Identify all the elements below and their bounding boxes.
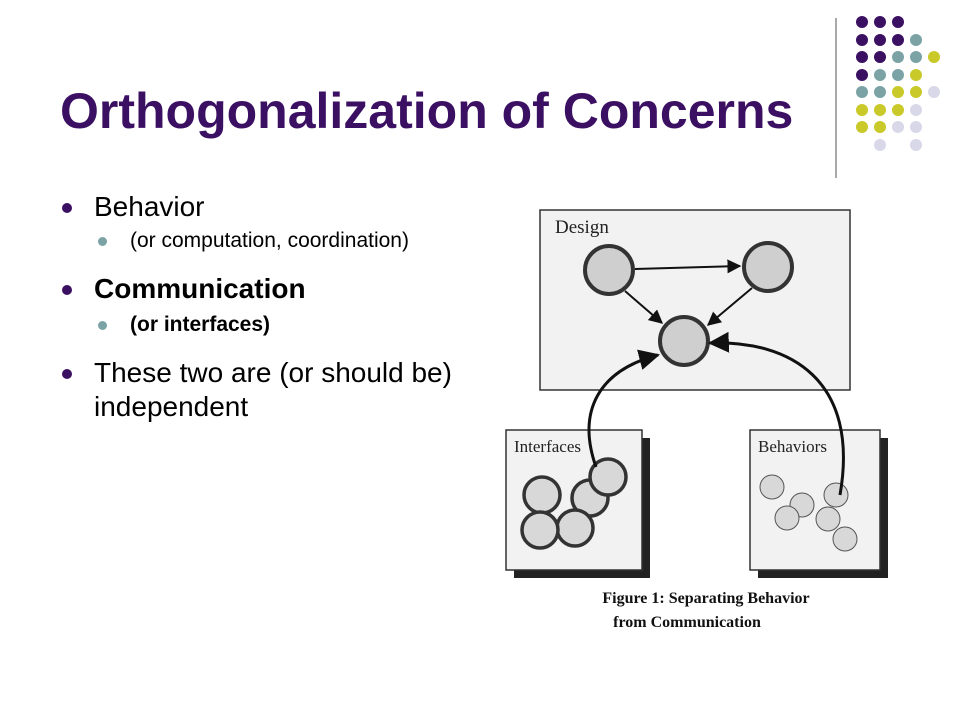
bullet-marker — [62, 285, 72, 295]
interfaces-box: Interfaces — [505, 429, 650, 578]
dot — [910, 139, 922, 151]
bullet-text: Communication — [94, 273, 306, 304]
dot — [910, 86, 922, 98]
arrow-right-to-center — [706, 287, 753, 326]
dot — [874, 34, 886, 46]
dot — [892, 69, 904, 81]
dot — [910, 104, 922, 116]
dot — [928, 86, 940, 98]
behavior-node — [832, 526, 858, 552]
behavior-node — [815, 506, 841, 532]
dot — [910, 51, 922, 63]
figure-caption-line1: Figure 1: Separating Behavior — [602, 590, 809, 607]
dot — [874, 121, 886, 133]
dot — [892, 16, 904, 28]
dot — [892, 104, 904, 116]
dot — [892, 34, 904, 46]
bullet-marker — [62, 369, 72, 379]
behaviors-box: Behaviors — [749, 429, 888, 578]
interfaces-label: Interfaces — [514, 437, 581, 456]
slide-title: Orthogonalization of Concerns — [60, 83, 794, 139]
dot — [874, 16, 886, 28]
design-node-left — [583, 244, 635, 296]
design-node-center — [658, 315, 710, 367]
dot — [856, 86, 868, 98]
behaviors-label: Behaviors — [758, 437, 827, 456]
bullet-text: Behavior — [94, 191, 205, 222]
dot — [910, 121, 922, 133]
bullet-text: These two are (or should be) independent — [94, 357, 452, 422]
separation-figure: Design Interfaces Behaviors Figure 1: Se… — [505, 209, 888, 631]
bullet-list: Behavior (or computation, coordination) … — [58, 190, 458, 424]
dot — [856, 121, 868, 133]
dot — [910, 34, 922, 46]
figure-caption-line2: from Communication — [613, 614, 761, 631]
dot-grid — [856, 16, 940, 151]
interface-node — [588, 457, 628, 497]
bullet-independent: These two are (or should be) independent — [58, 356, 458, 424]
arrow-interfaces-to-design — [587, 349, 661, 468]
dot — [874, 139, 886, 151]
sub-bullet-marker — [98, 321, 107, 330]
bullet-marker — [62, 203, 72, 213]
behavior-node — [774, 505, 800, 531]
dot — [856, 104, 868, 116]
dot — [928, 51, 940, 63]
dot — [874, 86, 886, 98]
interface-node — [520, 510, 560, 550]
sub-bullet-marker — [98, 237, 107, 246]
dot — [856, 51, 868, 63]
dot — [892, 86, 904, 98]
design-node-right — [742, 241, 794, 293]
interface-node — [522, 475, 562, 515]
arrow-left-to-right — [634, 259, 742, 274]
behavior-node — [823, 482, 849, 508]
bullet-text: (or interfaces) — [130, 313, 271, 336]
bullet-behavior: Behavior — [58, 190, 458, 224]
dot — [874, 104, 886, 116]
arrow-behaviors-to-design — [707, 331, 845, 496]
dot — [856, 16, 868, 28]
interface-node — [555, 508, 595, 548]
dot — [892, 121, 904, 133]
decorative-dot-grid — [835, 16, 940, 178]
arrow-left-to-center — [624, 290, 664, 324]
dot — [856, 34, 868, 46]
design-box: Design — [539, 209, 851, 391]
dot — [874, 69, 886, 81]
dot — [910, 69, 922, 81]
bullet-communication: Communication — [58, 272, 458, 306]
behavior-node — [759, 474, 785, 500]
dot — [856, 69, 868, 81]
sub-bullet-computation: (or computation, coordination) — [58, 226, 458, 256]
dot — [892, 51, 904, 63]
bullet-text: (or computation, coordination) — [130, 229, 409, 252]
dot — [874, 51, 886, 63]
sub-bullet-interfaces: (or interfaces) — [58, 310, 458, 340]
design-label: Design — [555, 217, 609, 238]
